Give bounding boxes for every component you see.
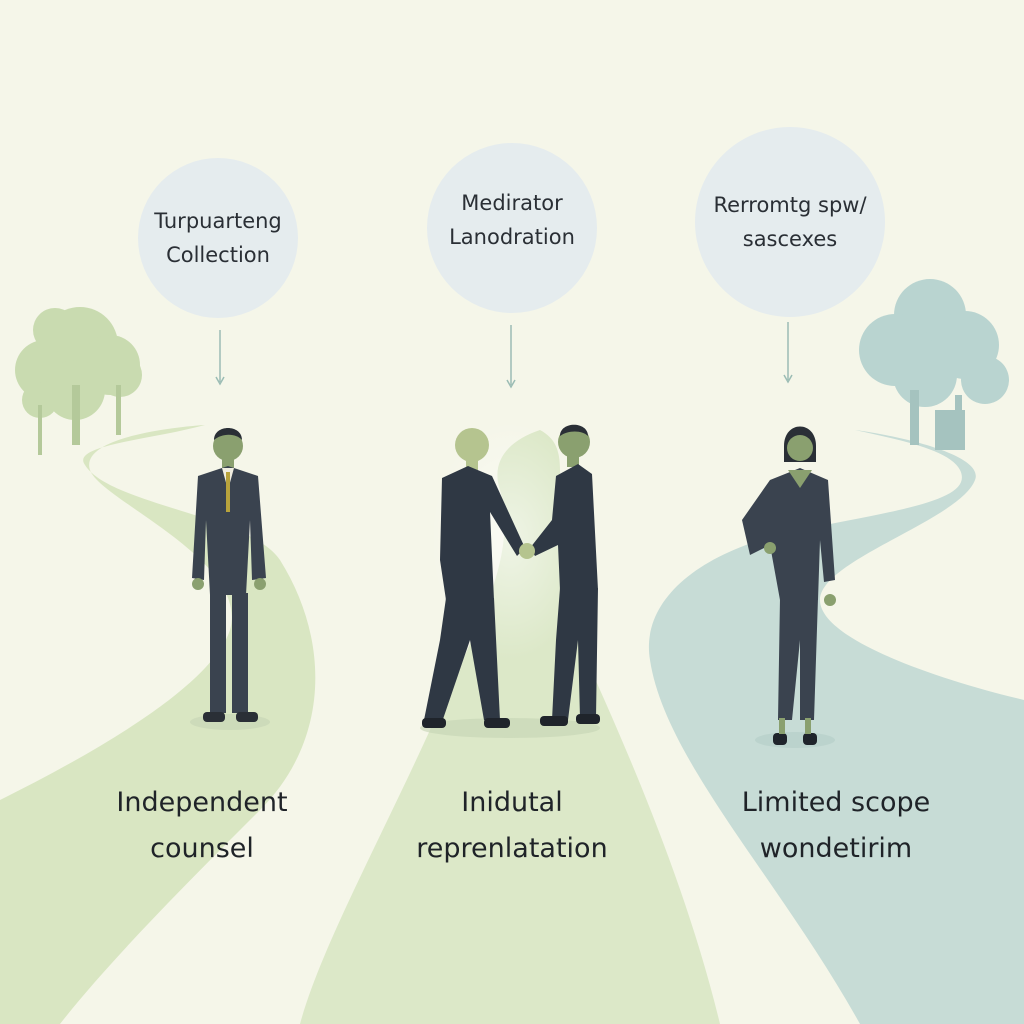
- arrow-down-icon: [506, 325, 516, 389]
- tree-icon: [859, 279, 1009, 450]
- bubble-label-line: Lanodration: [449, 225, 575, 249]
- bubble-2: [427, 143, 597, 313]
- bubble-label-line: Turpuarteng: [154, 209, 282, 233]
- bubble-label-2: Medirator Lanodration: [417, 186, 607, 254]
- right-path: [648, 430, 1024, 1024]
- handshake-icon: [420, 424, 600, 738]
- tree-icon: [15, 307, 142, 455]
- caption-2: Inidutal reprenlatation: [362, 780, 662, 872]
- bubble-label-3: Rerromtg spw/ sascexes: [695, 188, 885, 256]
- caption-line: reprenlatation: [416, 833, 608, 864]
- bubble-label-line: Medirator: [461, 191, 563, 215]
- caption-line: Independent: [116, 787, 288, 818]
- caption-1: Independent counsel: [52, 780, 352, 872]
- bubble-1: [138, 158, 298, 318]
- caption-line: Inidutal: [461, 787, 563, 818]
- caption-line: counsel: [150, 833, 254, 864]
- person-icon: [190, 428, 270, 730]
- person-icon: [742, 426, 836, 748]
- caption-3: Limited scope wondetirim: [686, 780, 986, 872]
- bubble-label-1: Turpuarteng Collection: [123, 204, 313, 272]
- bubble-3: [695, 127, 885, 317]
- bubble-label-line: Rerromtg spw/: [713, 193, 867, 217]
- caption-line: Limited scope: [741, 787, 931, 818]
- left-path: [0, 425, 316, 1024]
- bubble-label-line: sascexes: [742, 227, 838, 251]
- bubble-label-line: Collection: [166, 243, 270, 267]
- caption-line: wondetirim: [759, 833, 913, 864]
- arrow-down-icon: [215, 330, 225, 386]
- arrow-down-icon: [783, 322, 793, 384]
